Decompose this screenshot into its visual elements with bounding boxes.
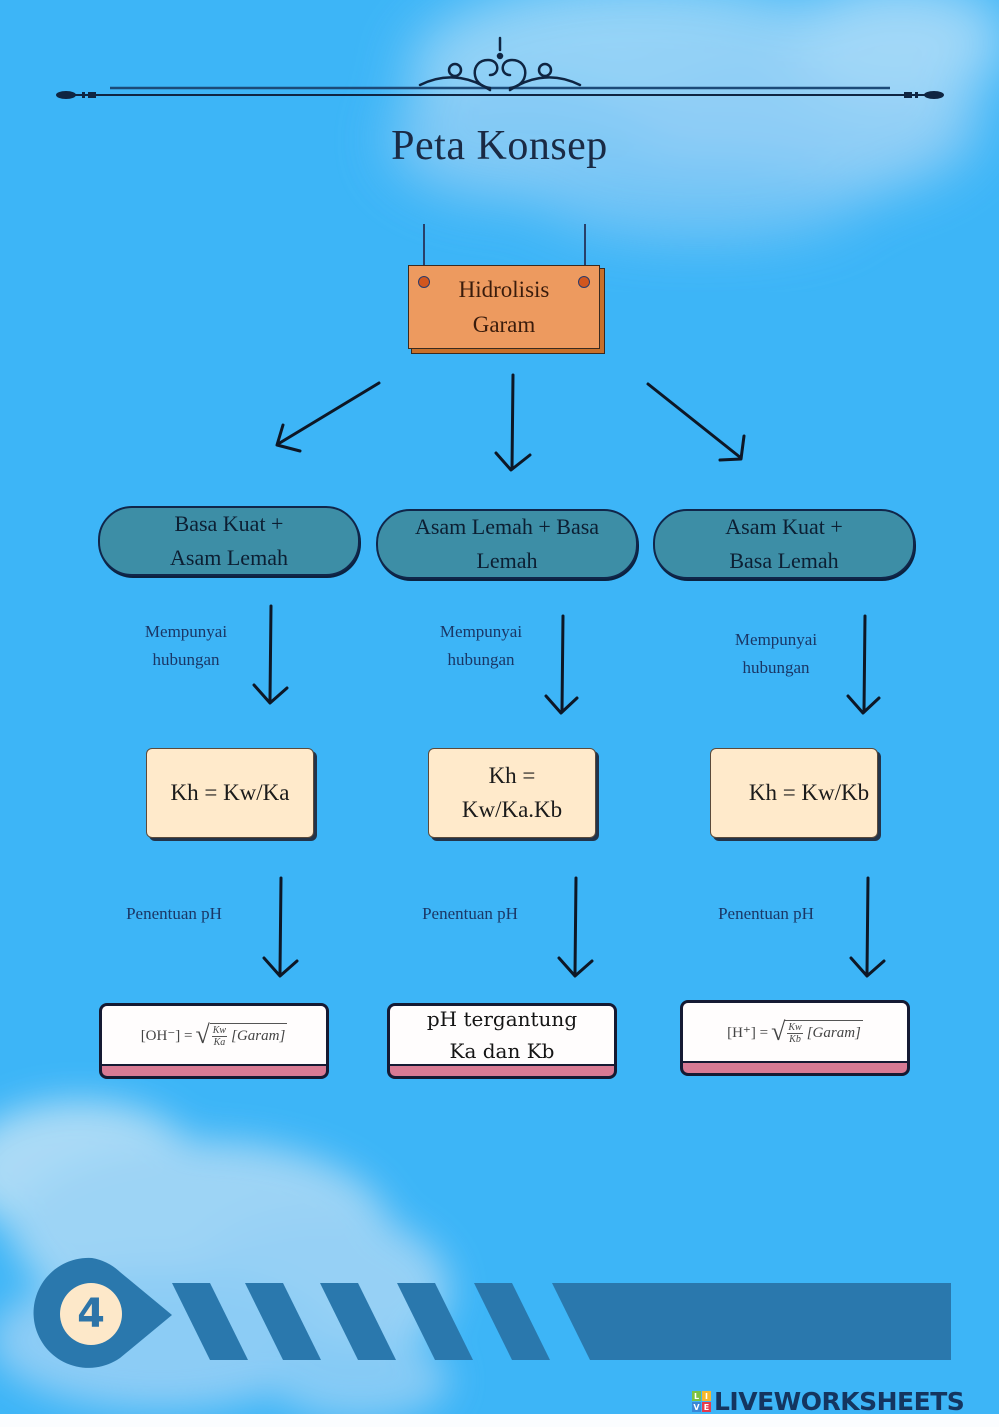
- arrow-down-icon: [846, 614, 881, 715]
- category-line-1: Asam Lemah + Basa: [414, 514, 600, 539]
- root-node-hidrolisis-garam: Hidrolisis Garam: [408, 265, 600, 349]
- footer-band: [33, 1257, 951, 1368]
- category-node-asam-lemah-basa-lemah: Asam Lemah + Basa Lemah: [376, 509, 638, 579]
- footer-bar: [552, 1283, 951, 1360]
- arrow-down-icon: [557, 876, 594, 978]
- ph-text-line-2: Ka dan Kb: [449, 1039, 555, 1063]
- category-line-2: Asam Lemah: [170, 545, 288, 570]
- pin-icon: [418, 276, 430, 288]
- stripe: [474, 1283, 550, 1360]
- relation-label-line-2: hubungan: [742, 658, 810, 677]
- kh-line-2: Kw/Ka.Kb: [461, 797, 563, 822]
- logo-text: LIVEWORKSHEETS: [714, 1387, 965, 1416]
- relation-label-line-1: Mempunyai: [439, 622, 523, 641]
- ph-node-depends-ka-kb: pH tergantung Ka dan Kb: [387, 1003, 617, 1079]
- cloud-bottom-left: [0, 1100, 450, 1420]
- arrow-down-icon: [544, 614, 579, 715]
- ph-text-line-1: pH tergantung: [426, 1007, 578, 1031]
- fraction: Kw Kb: [787, 1021, 803, 1045]
- arrow-down-right-icon: [646, 382, 746, 462]
- bottom-strip: [0, 1414, 999, 1427]
- h-formula: [H⁺] = √ Kw Kb [Garam]: [727, 1019, 863, 1045]
- ph-label: Penentuan pH: [126, 904, 222, 923]
- ph-label: Penentuan pH: [422, 904, 518, 923]
- relation-label-line-2: hubungan: [447, 650, 515, 669]
- fraction-numerator: Kw: [211, 1024, 228, 1037]
- category-line-1: Asam Kuat +: [725, 514, 843, 539]
- logo-letter: L: [692, 1391, 701, 1401]
- divider-line: [56, 86, 944, 99]
- stripe: [320, 1283, 396, 1360]
- logo-letter: I: [702, 1391, 711, 1401]
- liveworksheets-logo: L I V E LIVEWORKSHEETS: [692, 1387, 965, 1416]
- kh-node-kw-ka: Kh = Kw/Ka: [146, 748, 314, 838]
- ph-label: Penentuan pH: [718, 904, 814, 923]
- relation-label-line-1: Mempunyai: [144, 622, 228, 641]
- stripe: [172, 1283, 248, 1360]
- category-line-2: Lemah: [476, 548, 538, 573]
- arrow-down-icon: [262, 876, 299, 978]
- logo-letter: V: [692, 1402, 701, 1412]
- page-title: Peta Konsep: [391, 123, 608, 169]
- relation-label: Mempunyai hubungan: [126, 618, 246, 674]
- arrows-layer: [252, 373, 886, 978]
- fraction-denominator: Kb: [789, 1033, 801, 1045]
- ph-node-oh-formula: [OH⁻] = √ Kw Ka [Garam]: [99, 1003, 329, 1079]
- page-number: 4: [60, 1283, 122, 1345]
- stripe: [397, 1283, 473, 1360]
- kh-line-1: Kh =: [488, 763, 536, 788]
- ornament-divider: [56, 36, 944, 99]
- ph-node-h-formula: [H⁺] = √ Kw Kb [Garam]: [680, 1000, 910, 1076]
- arrow-down-center-icon: [494, 373, 532, 472]
- relation-label: Mempunyai hubungan: [421, 618, 541, 674]
- pin-icon: [578, 276, 590, 288]
- arrow-down-icon: [252, 604, 289, 705]
- logo-letter: E: [702, 1402, 711, 1412]
- hanging-string-right: [584, 224, 586, 274]
- relation-label: Mempunyai hubungan: [716, 626, 836, 682]
- formula-rhs: [Garam]: [231, 1027, 286, 1044]
- category-line-1: Basa Kuat +: [174, 511, 284, 536]
- fraction: Kw Ka: [211, 1024, 228, 1048]
- hanging-string-left: [423, 224, 425, 274]
- arrow-down-icon: [849, 876, 886, 978]
- formula-rhs: [Garam]: [806, 1024, 861, 1041]
- scroll-ornament-icon: [418, 36, 582, 92]
- logo-icon: L I V E: [692, 1391, 711, 1412]
- relation-label-line-2: hubungan: [152, 650, 220, 669]
- cloud-top: [390, 0, 999, 240]
- oh-formula: [OH⁻] = √ Kw Ka [Garam]: [141, 1022, 288, 1048]
- formula-lhs: [H⁺] =: [727, 1024, 769, 1041]
- sqrt-icon: √: [771, 1017, 786, 1046]
- kh-node-kw-ka-kb: Kh = Kw/Ka.Kb: [428, 748, 596, 838]
- kh-line-1: Kh = Kw/Ka: [170, 780, 290, 805]
- category-line-2: Basa Lemah: [729, 548, 839, 573]
- kh-node-kw-kb: Kh = Kw/Kb: [710, 748, 878, 838]
- root-line-2: Garam: [472, 312, 536, 337]
- arrow-down-left-icon: [275, 381, 381, 453]
- category-node-basa-kuat-asam-lemah: Basa Kuat + Asam Lemah: [98, 506, 360, 576]
- sqrt-icon: √: [195, 1020, 210, 1049]
- formula-lhs: [OH⁻] =: [140, 1027, 193, 1044]
- stripe: [245, 1283, 321, 1360]
- fraction-numerator: Kw: [787, 1021, 803, 1034]
- square-root: √ Kw Kb [Garam]: [771, 1019, 863, 1045]
- root-line-1: Hidrolisis: [458, 277, 550, 302]
- relation-label-line-1: Mempunyai: [734, 630, 818, 649]
- square-root: √ Kw Ka [Garam]: [195, 1020, 288, 1049]
- category-node-asam-kuat-basa-lemah: Asam Kuat + Basa Lemah: [653, 509, 915, 579]
- kh-line-1: Kh = Kw/Kb: [748, 780, 870, 805]
- fraction-denominator: Ka: [213, 1036, 226, 1048]
